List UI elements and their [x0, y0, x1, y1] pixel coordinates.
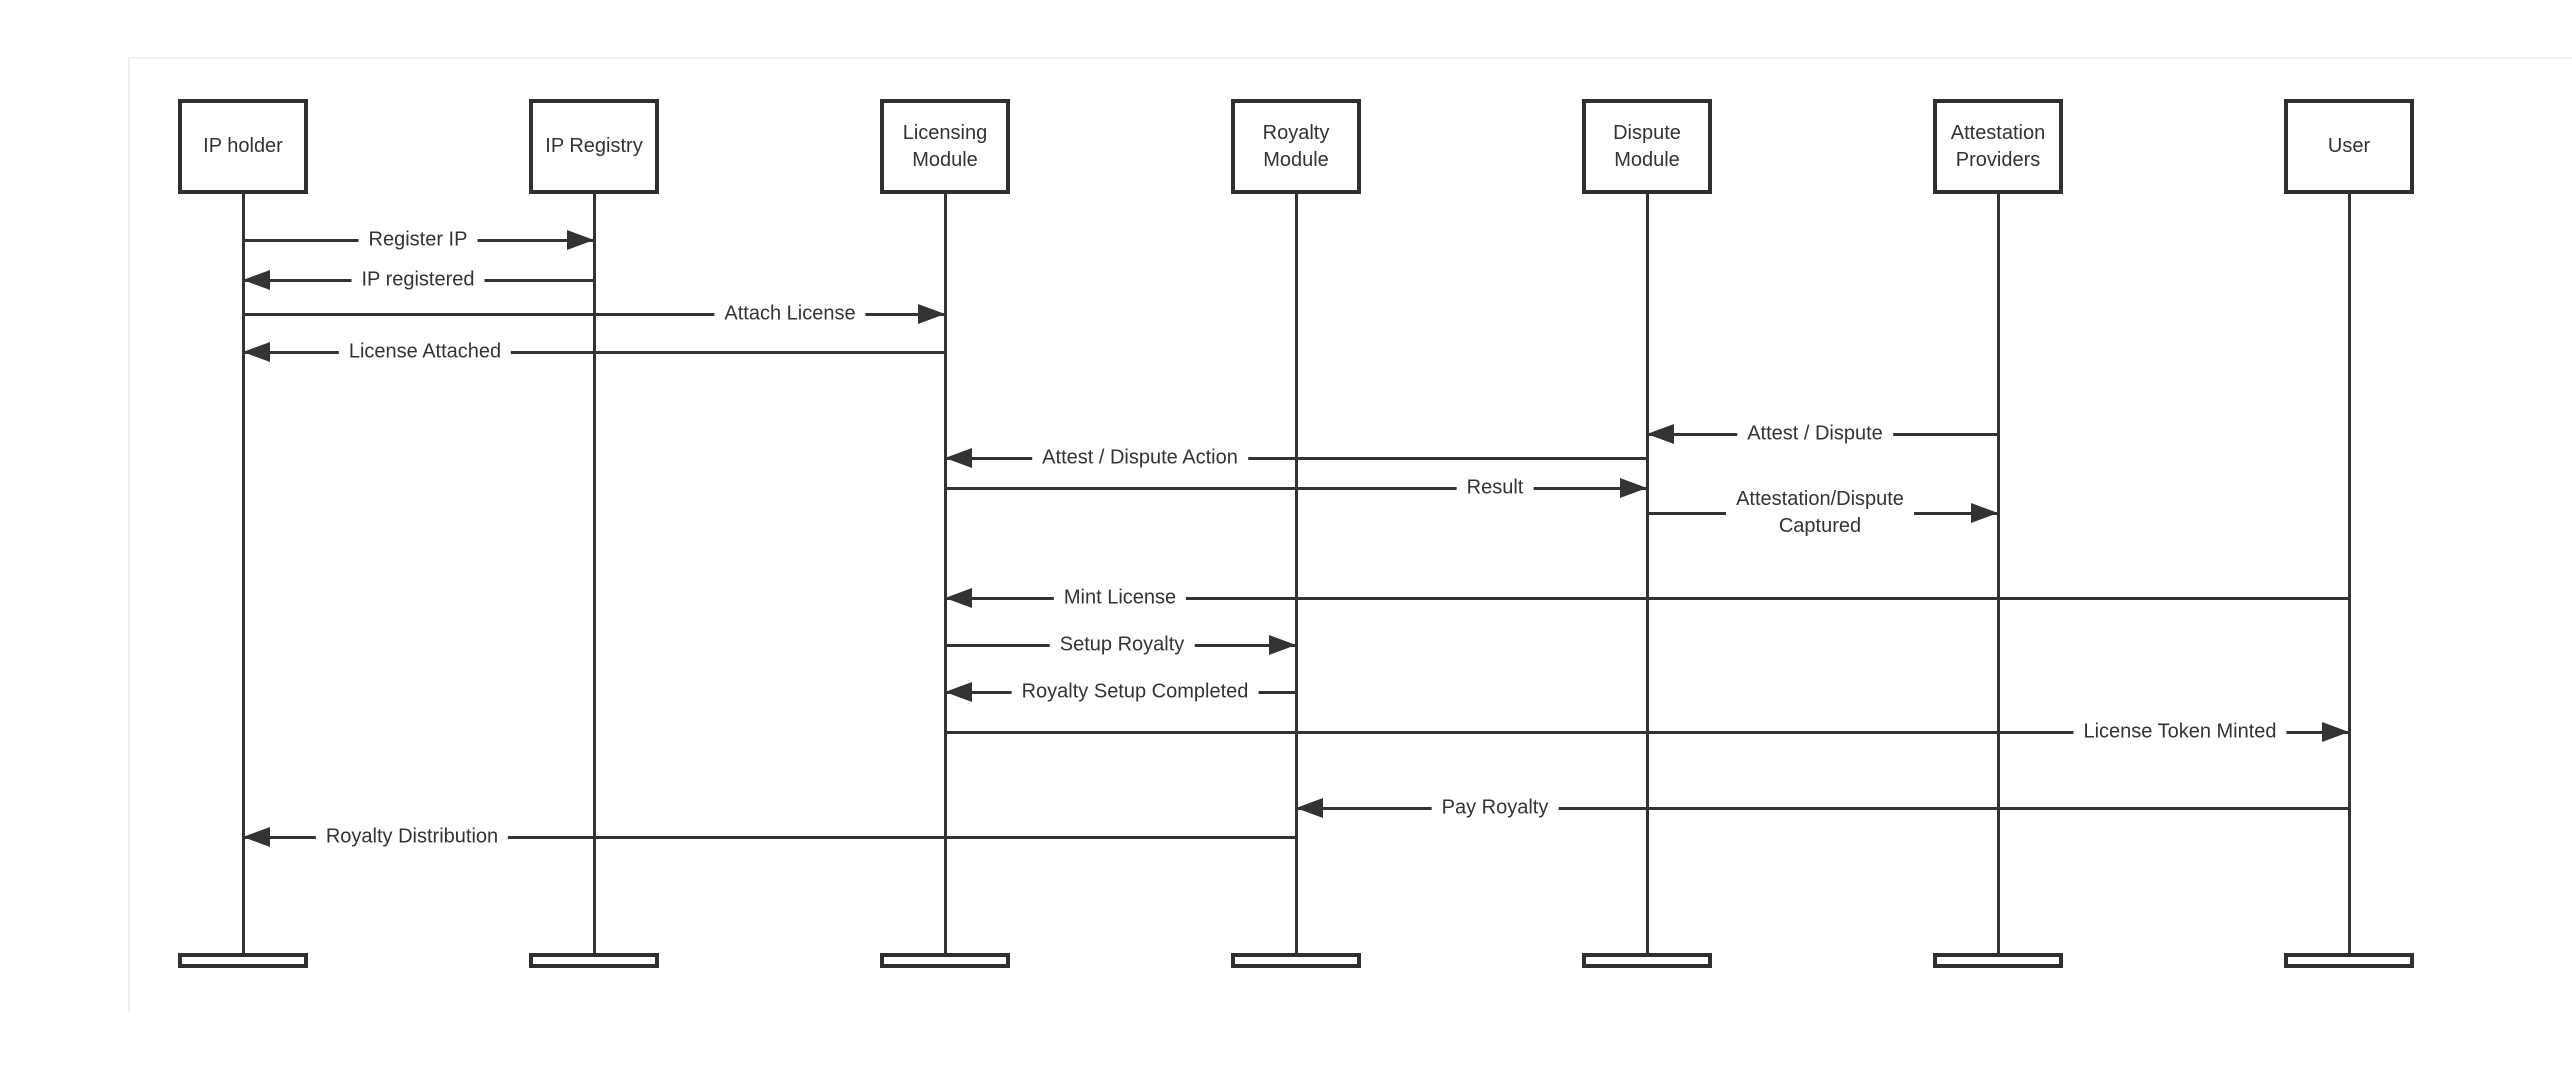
lifeline-ip-holder — [241, 193, 245, 953]
message-label-13: Royalty Distribution — [315, 823, 509, 851]
lifeline-royalty-module — [1294, 193, 1298, 953]
message-line-6 — [945, 486, 1647, 490]
message-label-10: Royalty Setup Completed — [1011, 678, 1259, 706]
actor-box-ip-holder: IP holder — [178, 99, 308, 194]
message-line-11 — [945, 730, 2349, 734]
message-label-2: Attach License — [714, 300, 866, 328]
lifeline-attestation-providers — [1996, 193, 2000, 953]
lifeline-end-bar-royalty-module — [1231, 953, 1361, 968]
lifeline-end-bar-ip-holder — [178, 953, 308, 968]
actor-box-dispute-module: Dispute Module — [1582, 99, 1712, 194]
canvas-top-edge — [128, 57, 2572, 59]
lifeline-dispute-module — [1645, 193, 1649, 953]
lifeline-licensing-module — [943, 193, 947, 953]
message-line-2 — [243, 312, 945, 316]
arrowhead-right-icon — [918, 304, 945, 324]
message-label-1: IP registered — [351, 266, 485, 294]
lifeline-end-bar-licensing-module — [880, 953, 1010, 968]
canvas-left-edge — [128, 57, 130, 1012]
message-label-11: License Token Minted — [2073, 718, 2287, 746]
actor-box-ip-registry: IP Registry — [529, 99, 659, 194]
arrowhead-right-icon — [1620, 478, 1647, 498]
message-label-0: Register IP — [358, 226, 478, 254]
actor-box-attestation-providers: Attestation Providers — [1933, 99, 2063, 194]
lifeline-end-bar-user — [2284, 953, 2414, 968]
arrowhead-right-icon — [1269, 635, 1296, 655]
message-line-8 — [945, 596, 2349, 600]
lifeline-end-bar-attestation-providers — [1933, 953, 2063, 968]
lifeline-end-bar-ip-registry — [529, 953, 659, 968]
arrowhead-right-icon — [2322, 722, 2349, 742]
actor-label-user: User — [2327, 135, 2371, 157]
message-label-8: Mint License — [1053, 584, 1187, 612]
actor-label-dispute-module: Dispute Module — [1613, 121, 1681, 171]
actor-label-ip-registry: IP Registry — [545, 135, 643, 157]
message-line-12 — [1296, 806, 2349, 810]
arrowhead-left-icon — [945, 588, 972, 608]
arrowhead-right-icon — [567, 230, 594, 250]
arrowhead-left-icon — [243, 342, 270, 362]
lifeline-user — [2347, 193, 2351, 953]
message-label-12: Pay Royalty — [1431, 794, 1559, 822]
message-label-4: Attest / Dispute — [1737, 420, 1893, 448]
arrowhead-left-icon — [243, 827, 270, 847]
arrowhead-left-icon — [1647, 424, 1674, 444]
message-line-13 — [243, 835, 1296, 839]
message-line-5 — [945, 456, 1647, 460]
arrowhead-right-icon — [1971, 503, 1998, 523]
actor-box-user: User — [2284, 99, 2414, 194]
actor-label-ip-holder: IP holder — [203, 135, 283, 157]
lifeline-end-bar-dispute-module — [1582, 953, 1712, 968]
message-label-5: Attest / Dispute Action — [1032, 444, 1248, 472]
lifeline-ip-registry — [592, 193, 596, 953]
message-label-6: Result — [1456, 474, 1534, 502]
actor-label-attestation-providers: Attestation Providers — [1950, 121, 2046, 171]
actor-box-licensing-module: Licensing Module — [880, 99, 1010, 194]
arrowhead-left-icon — [945, 682, 972, 702]
arrowhead-left-icon — [243, 270, 270, 290]
arrowhead-left-icon — [1296, 798, 1323, 818]
arrowhead-left-icon — [945, 448, 972, 468]
message-label-7: Attestation/Dispute Captured — [1726, 486, 1914, 540]
actor-label-licensing-module: Licensing Module — [902, 121, 988, 171]
message-label-3: License Attached — [338, 338, 512, 366]
actor-box-royalty-module: Royalty Module — [1231, 99, 1361, 194]
message-label-9: Setup Royalty — [1049, 631, 1195, 659]
message-line-3 — [243, 350, 945, 354]
actor-label-royalty-module: Royalty Module — [1262, 121, 1330, 171]
